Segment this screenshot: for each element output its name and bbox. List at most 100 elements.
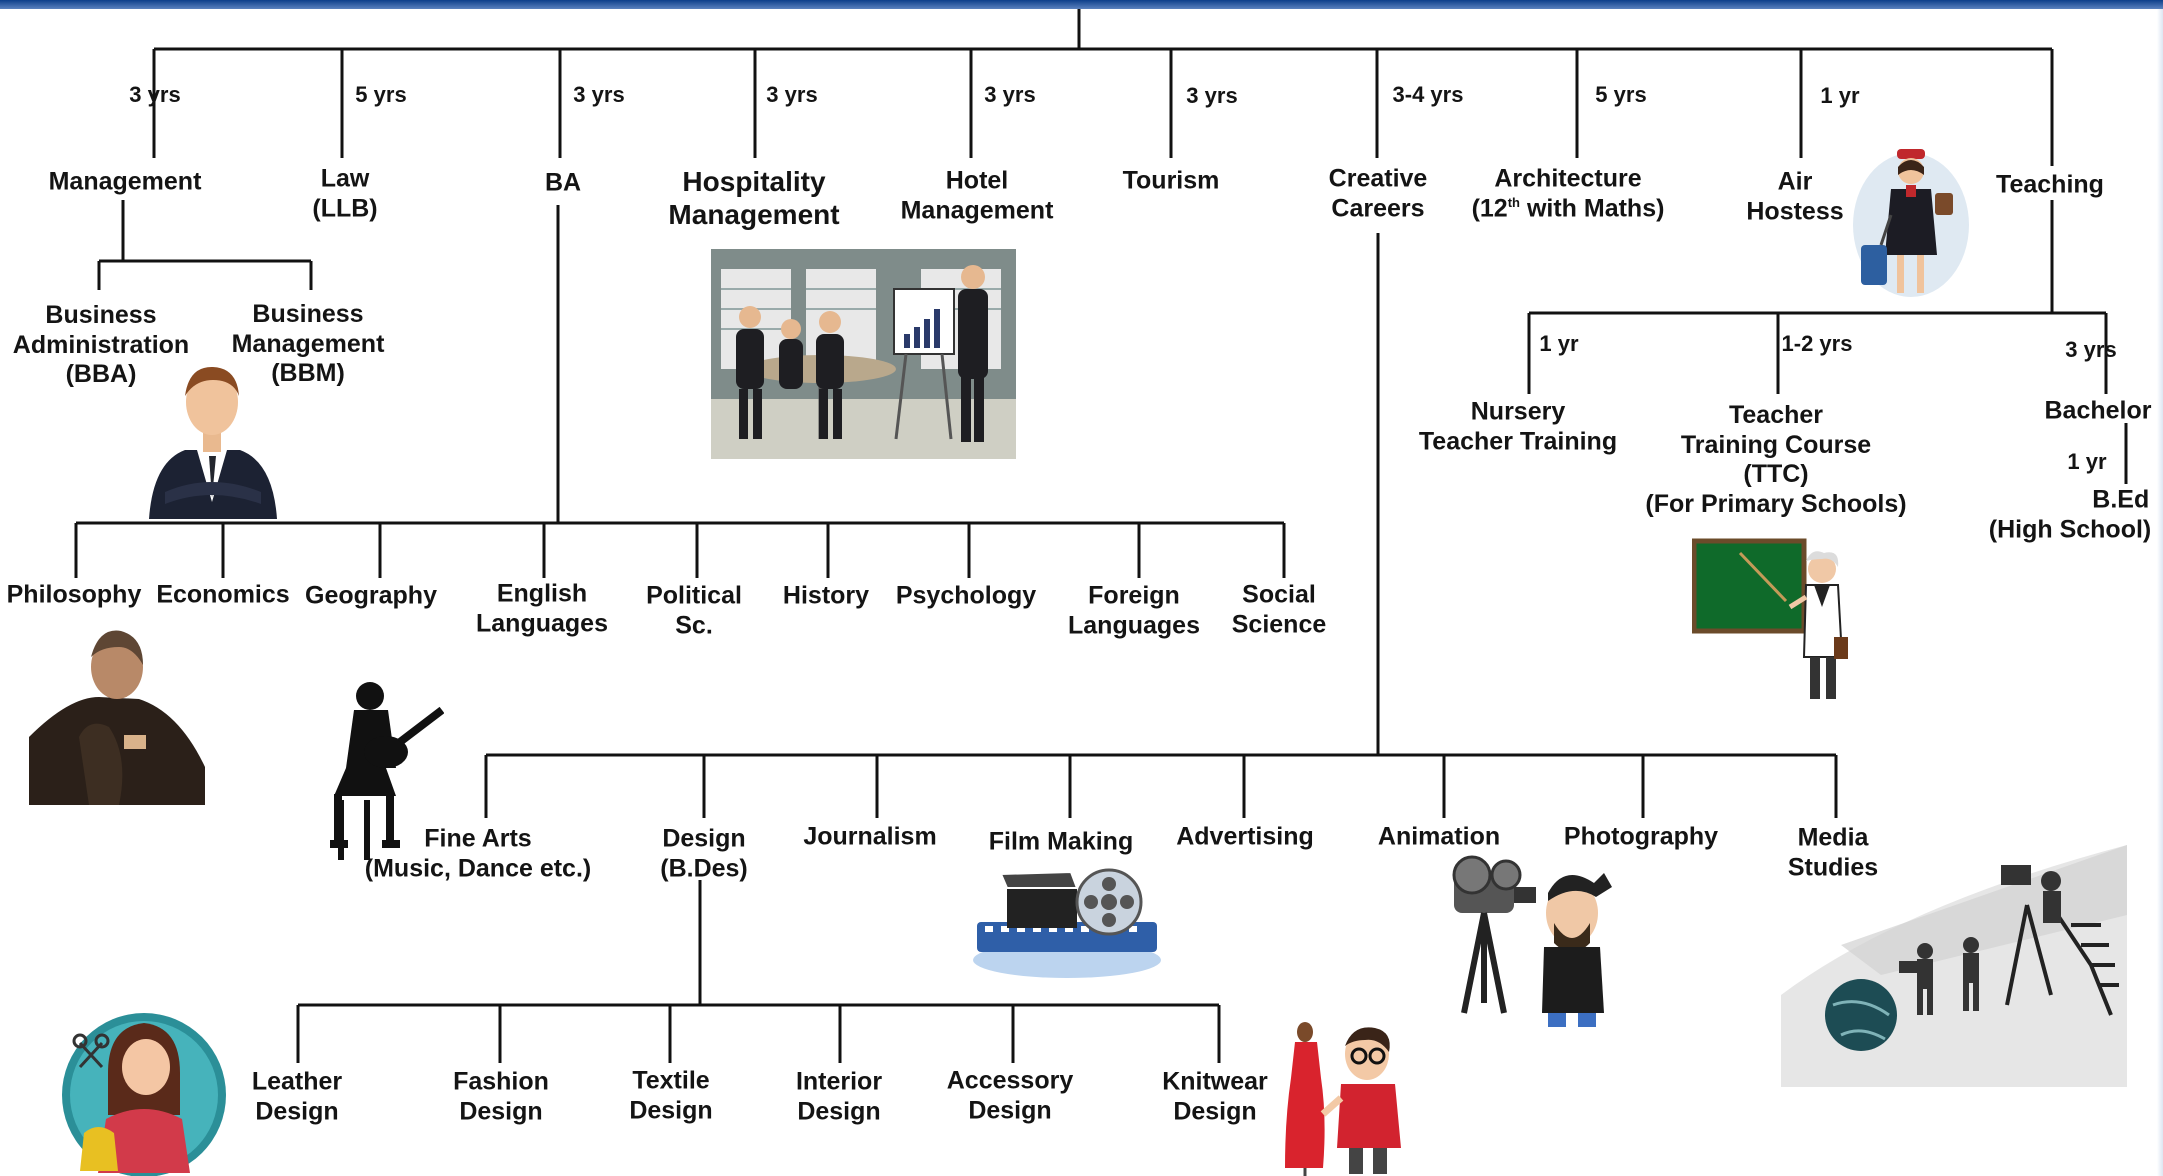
creative-photography: Photography bbox=[1563, 822, 1719, 851]
textile-line1: Textile bbox=[632, 1066, 710, 1095]
air-hostess-illustration bbox=[1853, 149, 1969, 297]
nursery-line2: Teacher Training bbox=[1418, 427, 1618, 455]
architecture-suffix: with Maths) bbox=[1519, 194, 1665, 222]
stream-hotel-management: Hotel Management bbox=[901, 167, 1054, 226]
hotel-duration: 3 yrs bbox=[984, 82, 1036, 108]
film-reel-illustration bbox=[973, 868, 1161, 978]
media-line2: Studies bbox=[1787, 853, 1879, 881]
bachelor-duration: 3 yrs bbox=[2065, 337, 2117, 363]
stream-hotel-line2: Management bbox=[900, 196, 1054, 224]
hospitality-duration: 3 yrs bbox=[766, 82, 818, 108]
leather-line2: Design bbox=[255, 1097, 339, 1125]
tourism-duration: 3 yrs bbox=[1186, 83, 1238, 109]
ba-history: History bbox=[782, 581, 870, 610]
ba-english-languages: English Languages bbox=[476, 580, 608, 639]
management-duration: 3 yrs bbox=[129, 82, 181, 108]
tailor-illustration bbox=[62, 1013, 226, 1176]
social-line2: Science bbox=[1231, 610, 1327, 638]
political-line1: Political bbox=[646, 581, 742, 610]
design-fashion: Fashion Design bbox=[453, 1068, 549, 1127]
ttc-line2: Training Course bbox=[1680, 430, 1872, 459]
english-line2: Languages bbox=[476, 609, 608, 637]
philosopher-portrait bbox=[29, 617, 205, 805]
bba-line3: (BBA) bbox=[65, 359, 137, 388]
nursery-line1: Nursery bbox=[1470, 397, 1566, 426]
fashion-designer-illustration bbox=[1285, 1022, 1401, 1176]
knitwear-line2: Design bbox=[1173, 1097, 1257, 1125]
design-leather: Leather Design bbox=[252, 1068, 342, 1127]
node-bba: Business Administration (BBA) bbox=[13, 301, 189, 390]
design-knitwear: Knitwear Design bbox=[1162, 1068, 1268, 1127]
stream-law-line1: Law bbox=[320, 164, 370, 193]
design-accessory: Accessory Design bbox=[947, 1067, 1073, 1126]
stream-hospitality-line2: Management bbox=[668, 199, 840, 230]
creative-animation: Animation bbox=[1377, 822, 1501, 851]
design-textile: Textile Design bbox=[629, 1067, 712, 1126]
knitwear-line1: Knitwear bbox=[1162, 1067, 1268, 1096]
leather-line1: Leather bbox=[251, 1067, 343, 1096]
stream-creative-line2: Careers bbox=[1331, 194, 1425, 222]
ba-geography: Geography bbox=[305, 581, 437, 610]
bbm-line2: Management bbox=[231, 329, 385, 358]
fine-arts-line2: (Music, Dance etc.) bbox=[364, 854, 592, 882]
ttc-duration: 1-2 yrs bbox=[1781, 331, 1853, 357]
stream-law-line2: (LLB) bbox=[312, 194, 378, 222]
bba-line1: Business bbox=[45, 300, 157, 329]
node-nursery-teacher-training: Nursery Teacher Training bbox=[1419, 398, 1617, 457]
businessman-illustration bbox=[149, 366, 277, 519]
law-duration: 5 yrs bbox=[355, 82, 407, 108]
accessory-line2: Design bbox=[968, 1096, 1052, 1124]
architecture-duration: 5 yrs bbox=[1595, 82, 1647, 108]
bed-line1: B.Ed bbox=[2092, 485, 2150, 514]
creative-advertising: Advertising bbox=[1176, 822, 1314, 851]
bba-line2: Administration bbox=[12, 330, 190, 359]
political-line2: Sc. bbox=[675, 611, 713, 639]
ttc-line3: (TTC) bbox=[1743, 460, 1809, 488]
bed-line2: (High School) bbox=[1988, 515, 2152, 543]
creative-journalism: Journalism bbox=[803, 822, 937, 851]
foreign-line2: Languages bbox=[1068, 611, 1200, 639]
stream-air-hostess: Air Hostess bbox=[1746, 168, 1843, 227]
ba-economics: Economics bbox=[156, 580, 290, 609]
bed-duration: 1 yr bbox=[2067, 449, 2107, 475]
stream-hotel-line1: Hotel bbox=[945, 166, 1009, 195]
stream-creative-line1: Creative bbox=[1328, 164, 1428, 193]
media-line1: Media bbox=[1797, 823, 1869, 852]
stream-architecture: Architecture (12th with Maths) bbox=[1472, 165, 1665, 224]
ba-political-science: Political Sc. bbox=[646, 582, 742, 641]
stream-creative-careers: Creative Careers bbox=[1329, 165, 1428, 224]
ba-social-science: Social Science bbox=[1232, 581, 1327, 640]
stream-law: Law (LLB) bbox=[312, 165, 377, 224]
english-line1: English bbox=[496, 579, 588, 608]
creative-fine-arts: Fine Arts (Music, Dance etc.) bbox=[365, 825, 591, 884]
right-edge-shade bbox=[2157, 9, 2163, 1176]
node-bed: B.Ed (High School) bbox=[1989, 486, 2151, 545]
ba-psychology: Psychology bbox=[895, 581, 1037, 610]
stream-architecture-line2: (12th with Maths) bbox=[1472, 194, 1665, 224]
fashion-line2: Design bbox=[459, 1097, 543, 1125]
creative-design: Design (B.Des) bbox=[660, 825, 748, 884]
bbm-line1: Business bbox=[252, 299, 364, 328]
node-bbm: Business Management (BBM) bbox=[232, 300, 385, 389]
creative-media-studies: Media Studies bbox=[1788, 824, 1878, 883]
stream-hospitality-management: Hospitality Management bbox=[668, 165, 839, 231]
architecture-sup: th bbox=[1507, 194, 1520, 210]
teacher-illustration bbox=[1692, 538, 1848, 699]
interior-line1: Interior bbox=[795, 1067, 883, 1096]
interior-line2: Design bbox=[797, 1097, 881, 1125]
ttc-line1: Teacher bbox=[1728, 401, 1824, 429]
accessory-line1: Accessory bbox=[946, 1066, 1074, 1095]
fine-arts-line1: Fine Arts bbox=[424, 824, 532, 853]
stream-management: Management bbox=[48, 167, 202, 196]
creative-duration: 3-4 yrs bbox=[1392, 82, 1464, 108]
stream-architecture-line1: Architecture bbox=[1494, 164, 1642, 193]
stream-air-line1: Air bbox=[1777, 167, 1813, 196]
nursery-duration: 1 yr bbox=[1539, 331, 1579, 357]
stream-air-line2: Hostess bbox=[1746, 197, 1844, 225]
textile-line2: Design bbox=[629, 1096, 713, 1124]
node-ttc: Teacher Training Course (TTC) (For Prima… bbox=[1645, 401, 1906, 519]
ba-duration: 3 yrs bbox=[573, 82, 625, 108]
business-meeting-illustration bbox=[711, 249, 1016, 459]
bbm-line3: (BBM) bbox=[271, 358, 345, 387]
